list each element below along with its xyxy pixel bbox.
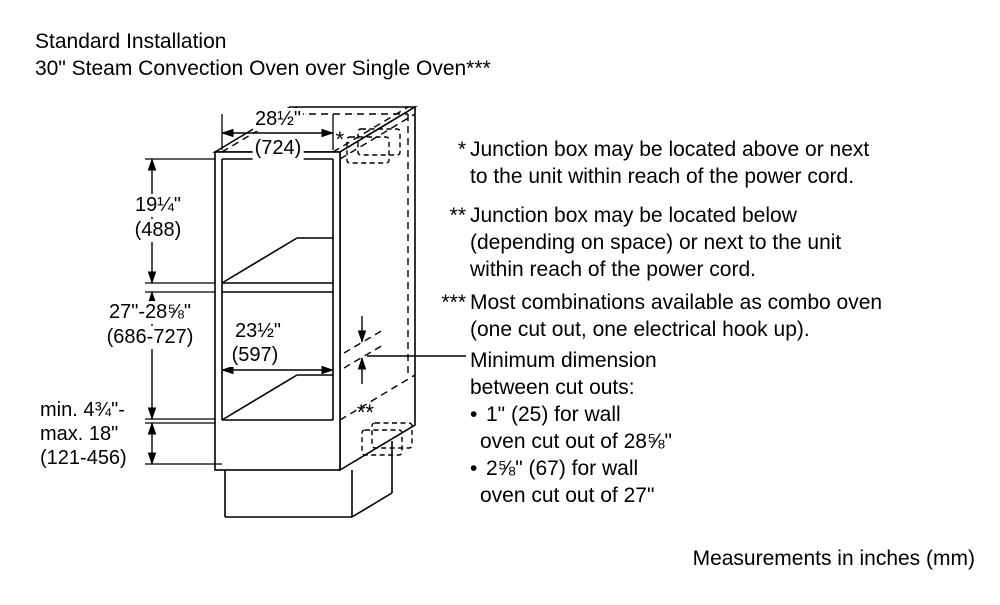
note-2-line-2: (depending on space) or next to the unit	[470, 231, 842, 254]
note-junction-above: * Junction box may be located above or n…	[440, 136, 996, 190]
dim-label-lower-height-in: 27"-28⅝"	[106, 301, 194, 324]
callout-bullet-2-line-1: 2⅝" (67) for wall	[486, 457, 639, 480]
note-combo-oven: *** Most combinations available as combo…	[440, 289, 996, 343]
junction-box-bottom	[361, 422, 413, 456]
cabinet-body	[212, 105, 418, 472]
note-1-line-1: Junction box may be located above or nex…	[470, 138, 870, 161]
bullet-icon: •	[470, 403, 478, 426]
dim-label-top-width-in: 28½"	[252, 108, 304, 131]
dim-label-bottom-clearance: min. 4¾"- max. 18" (121-456)	[38, 398, 129, 470]
note-marker-2: **	[449, 204, 466, 227]
callout-bullet-1: • 1" (25) for wall	[470, 401, 996, 428]
page-title-line2: 30" Steam Convection Oven over Single Ov…	[35, 57, 491, 80]
cutout-frame	[221, 158, 334, 421]
callout-line-2: between cut outs:	[470, 376, 635, 399]
callout-bullet-2: • 2⅝" (67) for wall	[470, 455, 996, 482]
note-marker-3: ***	[441, 291, 466, 314]
note-1-line-2: to the unit within reach of the power co…	[470, 165, 855, 188]
cabinet-base	[224, 441, 393, 518]
hidden-edges	[221, 106, 416, 421]
bullet-icon: •	[470, 457, 478, 480]
callout-bullet-1-line-2: oven cut out of 28⅝"	[480, 430, 672, 453]
dim-label-lower-height-mm: (686-727)	[104, 326, 196, 349]
extension-lines	[145, 114, 334, 465]
callout-bullet-1-line-1: 1" (25) for wall	[486, 403, 621, 426]
minimum-dimension-callout: Minimum dimension between cut outs: • 1"…	[470, 347, 996, 509]
junction-box-bottom-marker: **	[357, 400, 375, 425]
dim-label-inner-width-in: 23½"	[232, 320, 284, 343]
cabinet-side-face	[339, 105, 416, 472]
note-junction-below: ** Junction box may be located below (de…	[440, 202, 996, 283]
clearance-line2: max. 18"	[40, 423, 119, 445]
clearance-line3: (121-456)	[40, 447, 127, 469]
junction-box-top-marker: *	[335, 127, 344, 152]
page-title: Standard Installation 30" Steam Convecti…	[35, 28, 491, 82]
measurement-units-note: Measurements in inches (mm)	[692, 547, 975, 570]
note-2-line-1: Junction box may be located below	[470, 204, 797, 227]
note-2-line-3: within reach of the power cord.	[470, 258, 756, 281]
note-marker-1: *	[457, 138, 466, 161]
callout-bullet-2-line-2: oven cut out of 27"	[480, 484, 655, 507]
cabinet-front-face	[214, 151, 341, 471]
junction-box-top	[346, 128, 401, 164]
clearance-line1: min. 4¾"-	[40, 399, 125, 421]
dim-label-inner-width-mm: (597)	[229, 344, 281, 367]
note-3-line-1: Most combinations available as combo ove…	[470, 291, 883, 314]
notes-column: * Junction box may be located above or n…	[440, 136, 996, 509]
dim-label-upper-height-mm: (488)	[132, 219, 184, 242]
dim-label-upper-height-in: 19¼"	[132, 194, 184, 217]
note-3-line-2: (one cut out, one electrical hook up).	[470, 318, 810, 341]
callout-line-1: Minimum dimension	[470, 349, 657, 372]
dim-label-top-width-mm: (724)	[252, 137, 304, 160]
page-title-line1: Standard Installation	[35, 30, 227, 53]
